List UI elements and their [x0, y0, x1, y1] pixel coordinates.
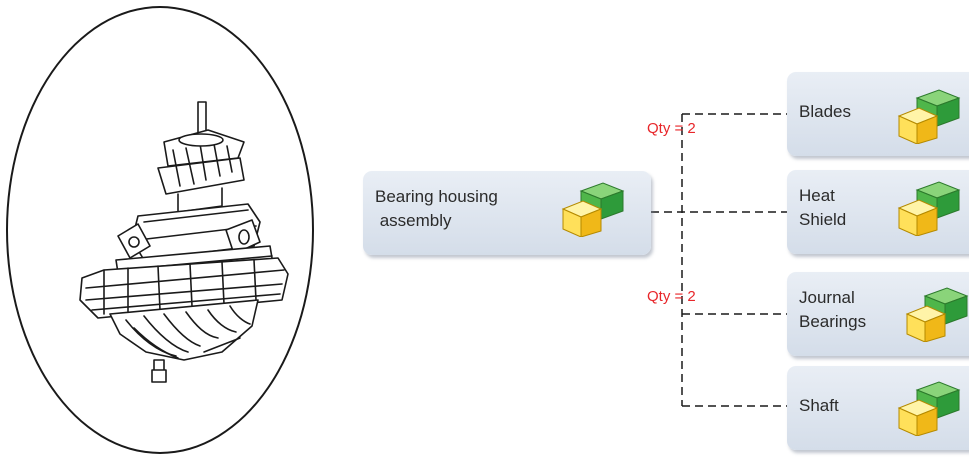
assembly-drawing-frame [6, 6, 314, 454]
child-node-label: Shaft [799, 396, 839, 415]
child-node-shaft[interactable]: Shaft [787, 366, 969, 450]
child-node-label: Blades [799, 102, 851, 121]
component-cube-icon [903, 284, 969, 347]
child-node-journal-bearings[interactable]: Journal Bearings [787, 272, 969, 356]
child-node-label: Heat Shield [799, 186, 847, 229]
turbocharger-cartridge-drawing [79, 101, 289, 383]
qty-label-journal-bearings: Qty = 2 [647, 288, 696, 305]
component-cube-icon [559, 179, 627, 242]
component-cube-icon [895, 86, 963, 149]
root-node-label: Bearing housing assembly [375, 187, 498, 230]
child-node-heat-shield[interactable]: Heat Shield [787, 170, 969, 254]
component-cube-icon [895, 178, 963, 241]
child-node-label: Journal Bearings [799, 288, 867, 331]
child-node-blades[interactable]: Blades [787, 72, 969, 156]
root-node-bearing-housing-assembly[interactable]: Bearing housing assembly [363, 171, 651, 255]
component-cube-icon [895, 378, 963, 441]
qty-label-blades: Qty = 2 [647, 120, 696, 137]
